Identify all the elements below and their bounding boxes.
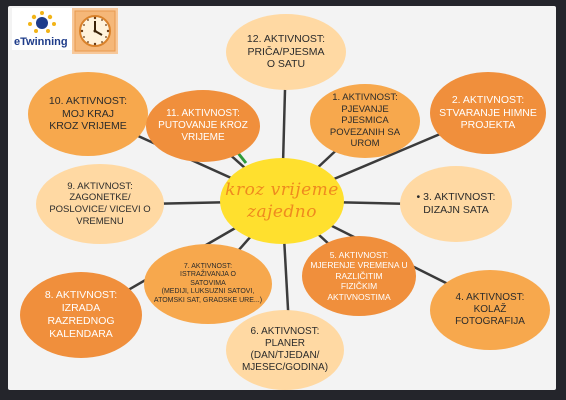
activity-2-line: STVARANJE HIMNE bbox=[439, 106, 537, 119]
activity-10-line: KROZ VRIJEME bbox=[49, 120, 127, 133]
activity-10-line: MOJ KRAJ bbox=[62, 107, 114, 120]
activity-7-line: (MEDIJI, LUKSUZNI SATOVI, bbox=[161, 288, 255, 296]
activity-11-line: PUTOVANJE KROZ bbox=[158, 119, 248, 131]
activity-6-line: 6. AKTIVNOST: bbox=[250, 325, 320, 337]
activity-9-line: POSLOVICE/ VICEVI O bbox=[49, 204, 151, 215]
activity-5-line: MJERENJE VREMENA U bbox=[310, 260, 408, 271]
activity-10-line: 10. AKTIVNOST: bbox=[48, 94, 128, 107]
activity-8-line: IZRADA RAZREDNOG bbox=[47, 302, 115, 327]
activity-11: 11. AKTIVNOST: PUTOVANJE KROZ VRIJEME bbox=[146, 90, 260, 162]
activity-3: • 3. AKTIVNOST: DIZAJN SATA bbox=[400, 166, 512, 242]
activity-9-line: 9. AKTIVNOST: bbox=[67, 180, 133, 192]
etwinning-logo: eTwinning bbox=[12, 8, 72, 50]
activity-12-line: 12. AKTIVNOST: bbox=[246, 32, 326, 45]
clock-icon bbox=[74, 10, 116, 52]
center-title-line1: kroz vrijeme bbox=[225, 179, 339, 200]
activity-9: 9. AKTIVNOST: ZAGONETKE/ POSLOVICE/ VICE… bbox=[36, 164, 164, 244]
activity-2: 2. AKTIVNOST: STVARANJE HIMNE PROJEKTA bbox=[430, 72, 546, 154]
activity-6-line: MJESEC/GODINA) bbox=[241, 362, 329, 374]
activity-7-line: SATOVIMA bbox=[190, 279, 226, 287]
activity-5-line: FIZIČKIM AKTIVNOSTIMA bbox=[327, 281, 391, 302]
activity-7: 7. AKTIVNOST: ISTRAŽIVANJA O SATOVIMA (M… bbox=[144, 244, 272, 324]
activity-12-line: PRIČA/PJESMA bbox=[247, 45, 325, 58]
activity-1-line: 1. AKTIVNOST: bbox=[332, 92, 398, 104]
center-node: kroz vrijeme zajedno bbox=[220, 158, 344, 244]
activity-1-line: POVEZANIH SA UROM bbox=[329, 126, 401, 150]
activity-5-line: RAZLIČITIM bbox=[335, 270, 383, 281]
activity-6: 6. AKTIVNOST: PLANER (DAN/TJEDAN/ MJESEC… bbox=[226, 310, 344, 390]
activity-1: 1. AKTIVNOST: PJEVANJE PJESMICA POVEZANI… bbox=[310, 84, 420, 158]
activity-3-line: • 3. AKTIVNOST: bbox=[416, 191, 496, 204]
activity-9-line: ZAGONETKE/ bbox=[69, 192, 131, 204]
etwinning-star-icon bbox=[28, 11, 56, 33]
activity-3-line: DIZAJN SATA bbox=[423, 204, 489, 216]
activity-12: 12. AKTIVNOST: PRIČA/PJESMA O SATU bbox=[226, 14, 346, 90]
activity-8-line: 8. AKTIVNOST: bbox=[44, 289, 118, 302]
activity-7-line: ISTRAŽIVANJA O bbox=[180, 271, 236, 279]
activity-10: 10. AKTIVNOST: MOJ KRAJ KROZ VRIJEME bbox=[28, 72, 148, 156]
activity-5-line: 5. AKTIVNOST: bbox=[329, 250, 389, 261]
clock-logo bbox=[72, 8, 118, 54]
activity-2-line: 2. AKTIVNOST: bbox=[451, 93, 525, 106]
activity-8-line: KALENDARA bbox=[49, 327, 113, 340]
activity-8: 8. AKTIVNOST: IZRADA RAZREDNOG KALENDARA bbox=[20, 272, 142, 358]
activity-1-line: PJEVANJE PJESMICA bbox=[341, 103, 389, 127]
activity-6-line: PLANER bbox=[264, 337, 305, 349]
activity-4-line: KOLAŽ FOTOGRAFIJA bbox=[455, 303, 525, 328]
connector-accent bbox=[236, 152, 248, 164]
activity-6-line: (DAN/TJEDAN/ bbox=[250, 350, 320, 361]
activity-5: 5. AKTIVNOST: MJERENJE VREMENA U RAZLIČI… bbox=[302, 236, 416, 316]
activity-2-line: PROJEKTA bbox=[460, 119, 516, 132]
activity-4-line: 4. AKTIVNOST: bbox=[455, 291, 525, 303]
activity-9-line: VREMENU bbox=[76, 215, 124, 227]
activity-4: 4. AKTIVNOST: KOLAŽ FOTOGRAFIJA bbox=[430, 270, 550, 350]
activity-11-line: VRIJEME bbox=[181, 132, 225, 144]
activity-7-line: ATOMSKI SAT, GRADSKE URE...) bbox=[153, 296, 263, 304]
etwinning-logo-text: eTwinning bbox=[14, 36, 68, 48]
activity-11-line: 11. AKTIVNOST: bbox=[166, 107, 240, 119]
center-title-line2: zajedno bbox=[247, 202, 317, 222]
activity-7-line: 7. AKTIVNOST: bbox=[183, 262, 233, 270]
activity-12-line: O SATU bbox=[266, 58, 306, 71]
